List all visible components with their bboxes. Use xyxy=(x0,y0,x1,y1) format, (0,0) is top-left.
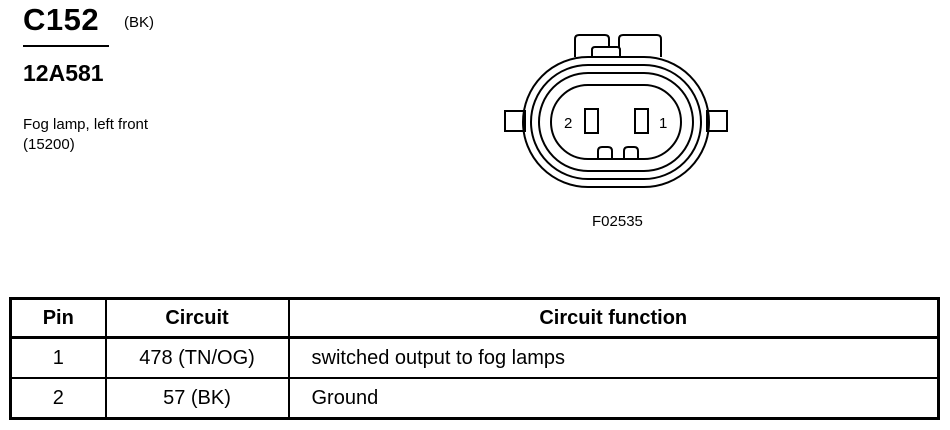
latch-right xyxy=(607,34,662,57)
header-pin: Pin xyxy=(9,297,107,339)
housing-ring-3 xyxy=(538,72,694,172)
pin-2-cavity xyxy=(584,108,599,134)
key-right xyxy=(623,146,639,159)
pinout-table: Pin Circuit Circuit function 1 478 (TN/O… xyxy=(9,297,940,420)
cell-pin: 2 xyxy=(9,377,107,420)
pin-1-label: 1 xyxy=(659,115,667,132)
part-number: 12A581 xyxy=(23,60,104,86)
figure-code: F02535 xyxy=(592,213,643,230)
connector-face-diagram: 2 1 xyxy=(504,34,728,188)
housing-ring-2 xyxy=(530,64,702,180)
latch-left xyxy=(574,34,610,57)
color-code: (BK) xyxy=(124,14,154,31)
housing-outer xyxy=(522,56,710,188)
header-circuit: Circuit xyxy=(104,297,290,339)
housing-inner xyxy=(550,84,682,160)
cell-function: Ground xyxy=(287,377,940,420)
title-underline xyxy=(23,45,109,47)
table-row: 1 478 (TN/OG) switched output to fog lam… xyxy=(9,336,940,379)
cell-pin: 1 xyxy=(9,336,107,379)
description-line-2: (15200) xyxy=(23,136,75,153)
key-left xyxy=(597,146,613,159)
cell-function: switched output to fog lamps xyxy=(287,336,940,379)
pin-2-label: 2 xyxy=(564,115,572,132)
side-tab-left xyxy=(504,110,526,132)
side-tab-right xyxy=(706,110,728,132)
connector-description: Fog lamp, left front (15200) xyxy=(23,115,148,155)
pin-1-cavity xyxy=(634,108,649,134)
connector-id: C152 xyxy=(23,2,100,37)
table-header-row: Pin Circuit Circuit function xyxy=(9,297,940,339)
cell-circuit: 57 (BK) xyxy=(104,377,290,420)
header-circuit-function: Circuit function xyxy=(287,297,940,339)
description-line-1: Fog lamp, left front xyxy=(23,116,149,133)
cell-circuit: 478 (TN/OG) xyxy=(104,336,290,379)
table-row: 2 57 (BK) Ground xyxy=(9,377,940,420)
